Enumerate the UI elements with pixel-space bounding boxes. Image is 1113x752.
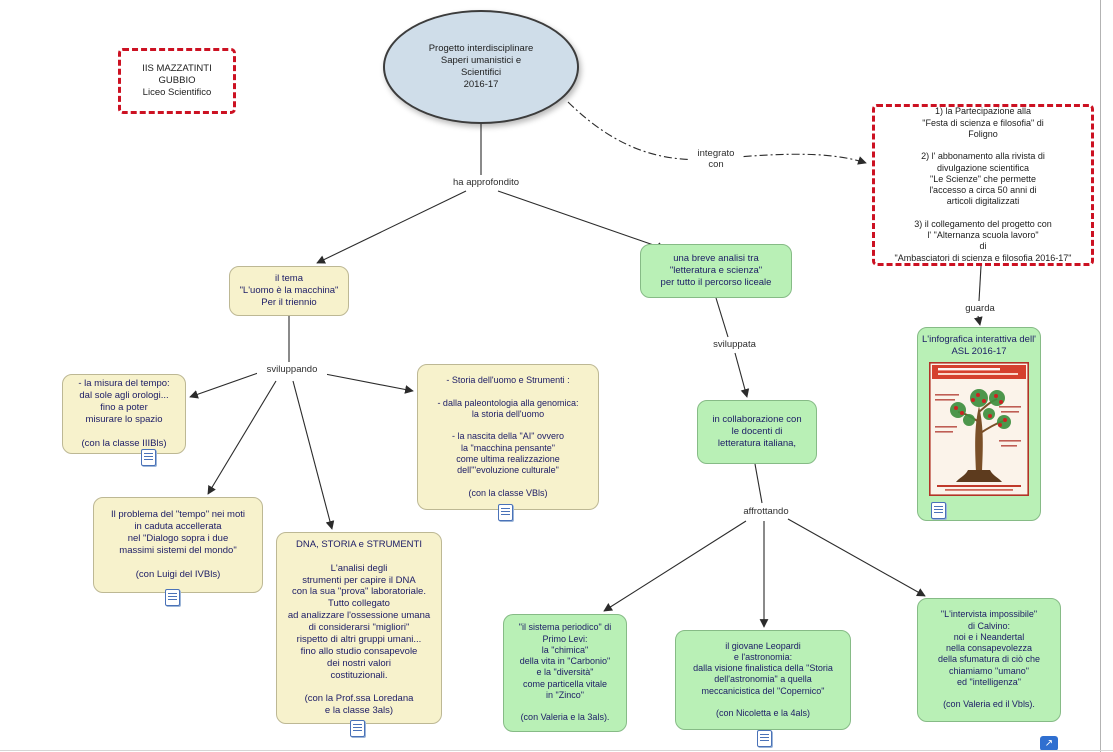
node-leopardi[interactable]: il giovane Leopardi e l'astronomia: dall…: [675, 630, 851, 730]
link-sviluppando: sviluppando: [257, 364, 327, 376]
window-right-border: [1100, 0, 1101, 752]
link-ha-approfondito: ha approfondito: [438, 177, 534, 189]
node-collaborazione[interactable]: in collaborazione con le docenti di lett…: [697, 400, 817, 464]
poster-footer-text: [937, 484, 1021, 491]
edge-collab-to-affrottando: [754, 463, 763, 504]
edge-guarda-to-infografica: [973, 315, 983, 326]
node-school[interactable]: IIS MAZZATINTI GUBBIO Liceo Scientifico: [118, 48, 236, 114]
open-arrow-glyph: ↗: [1044, 737, 1054, 749]
link-affrottando: affrottando: [733, 506, 799, 518]
tree-trunk: [975, 405, 983, 472]
resource-icon-leopardi[interactable]: [757, 730, 772, 747]
resource-icon-infografica[interactable]: [931, 502, 946, 519]
node-misura-tempo[interactable]: - la misura del tempo: dal sole agli oro…: [62, 374, 186, 454]
node-problema-tempo[interactable]: Il problema del "tempo" nei moti in cadu…: [93, 497, 263, 593]
edge-sviluppando-to-storia: [324, 373, 414, 394]
node-primo-levi[interactable]: "il sistema periodico" di Primo Levi: la…: [503, 614, 627, 732]
edge-sviluppata-to-collab: [734, 352, 750, 398]
node-analisi[interactable]: una breve analisi tra "letteratura e sci…: [640, 244, 792, 298]
link-sviluppata: sviluppata: [705, 339, 764, 351]
node-tema[interactable]: il tema "L'uomo è la macchina" Per il tr…: [229, 266, 349, 316]
edge-integrations-to-guarda: [978, 265, 982, 302]
open-in-viewer-icon[interactable]: ↗: [1040, 736, 1058, 751]
edge-affrottando-to-levi: [603, 520, 747, 612]
infografica-title: L'infografica interattiva dell' ASL 2016…: [922, 334, 1036, 357]
infographic-thumbnail[interactable]: [929, 361, 1029, 496]
node-root-project[interactable]: Progetto interdisciplinare Saperi umanis…: [383, 10, 579, 124]
resource-icon-problema[interactable]: [165, 589, 180, 606]
poster-header: [932, 364, 1026, 379]
edge-label-to-analisi: [497, 190, 666, 251]
link-integrato-con: integrato con: [690, 148, 742, 171]
node-calvino[interactable]: "L'intervista impossibile" di Calvino: n…: [917, 598, 1061, 722]
resource-icon-dna[interactable]: [350, 720, 365, 737]
tree-apples: [954, 392, 1007, 427]
poster-side-text: [935, 393, 1021, 447]
node-integrations[interactable]: 1) la Partecipazione alla "Festa di scie…: [872, 104, 1094, 266]
edge-sviluppando-to-misura: [189, 372, 259, 399]
node-storia-uomo-strumenti[interactable]: - Storia dell'uomo e Strumenti : - dalla…: [417, 364, 599, 510]
resource-icon-misura[interactable]: [141, 449, 156, 466]
node-infografica[interactable]: L'infografica interattiva dell' ASL 2016…: [917, 327, 1041, 521]
window-bottom-border: [0, 750, 1113, 751]
link-guarda: guarda: [958, 303, 1002, 315]
tree-roots: [956, 469, 1002, 482]
node-dna-storia-strumenti[interactable]: DNA, STORIA e STRUMENTI L'analisi degli …: [276, 532, 442, 724]
edge-analisi-to-sviluppata: [715, 297, 729, 338]
edge-sviluppando-to-problema: [207, 380, 277, 495]
edge-label-to-tema: [316, 190, 467, 264]
edge-sviluppando-to-dna: [292, 380, 335, 530]
edge-affrottando-to-calvino: [787, 518, 926, 597]
resource-icon-storia[interactable]: [498, 504, 513, 521]
